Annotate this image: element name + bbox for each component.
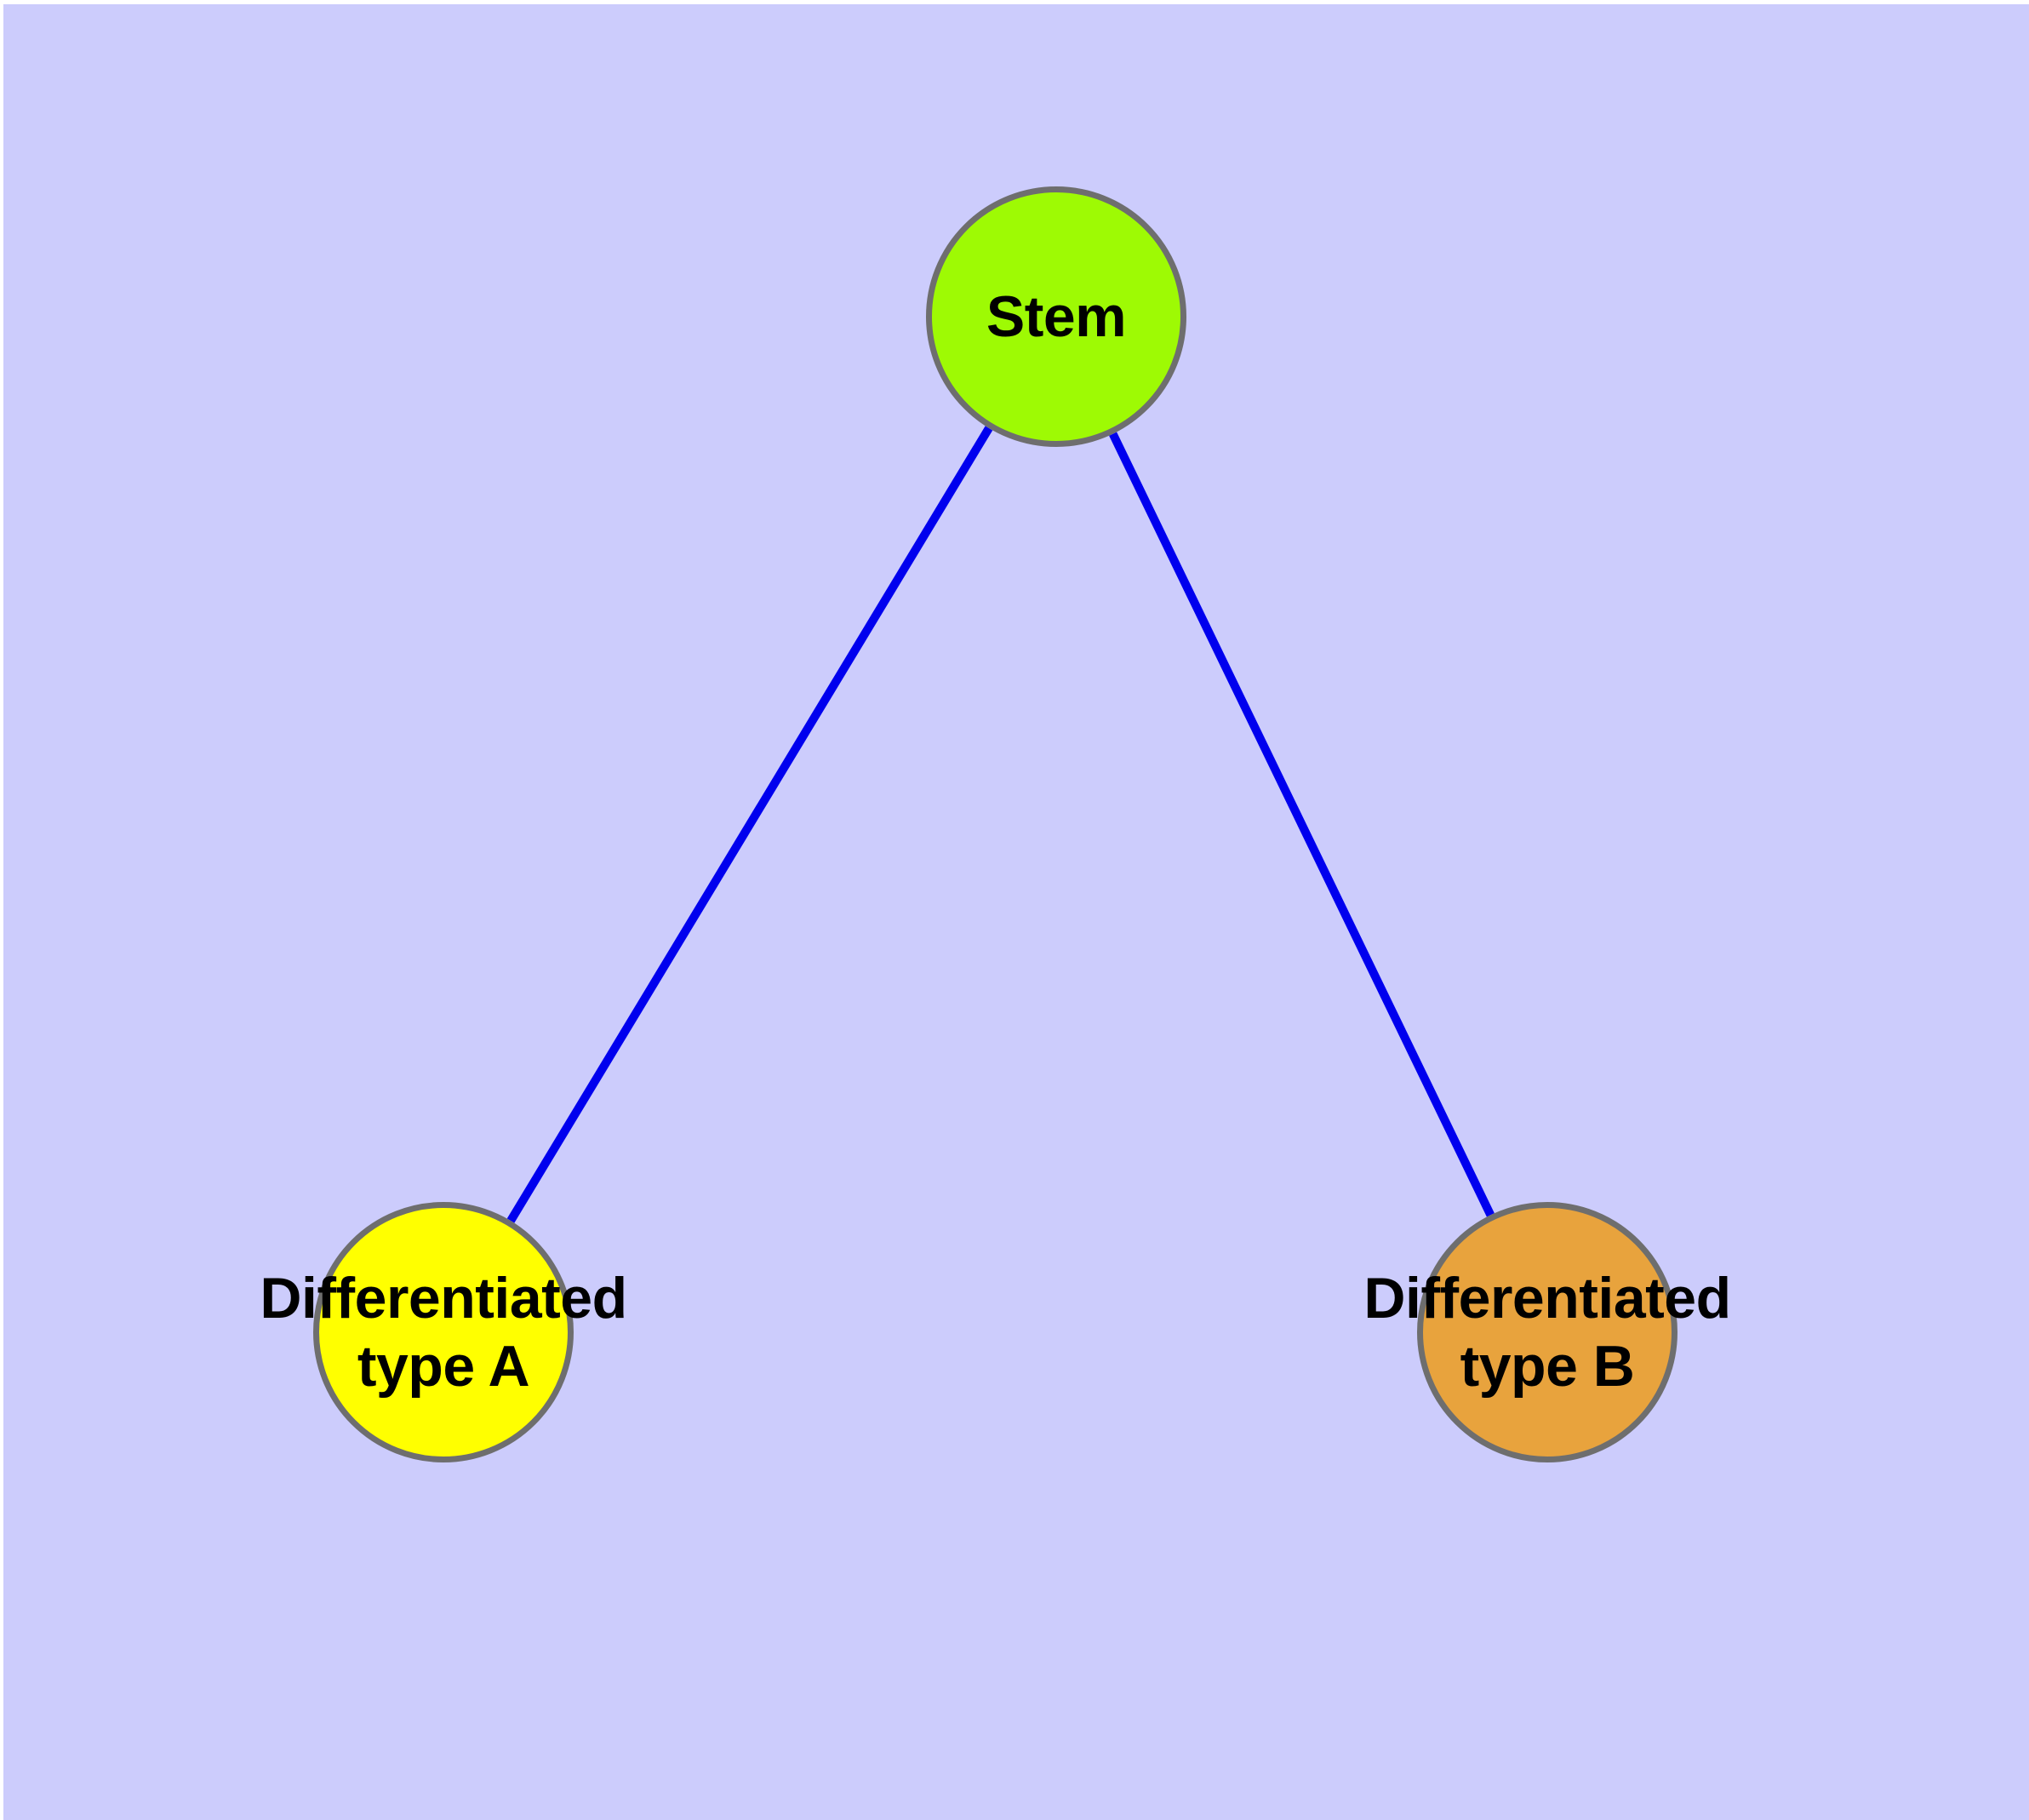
graph-edge-stem-to-diff-b — [1109, 432, 1495, 1217]
edge-layer — [506, 426, 1495, 1223]
graph-node-diff_b[interactable] — [1417, 1202, 1677, 1462]
graph-edge-stem-to-diff-a — [506, 426, 993, 1223]
graph-node-diff_a[interactable] — [313, 1202, 574, 1462]
graph-node-stem[interactable] — [926, 186, 1186, 447]
